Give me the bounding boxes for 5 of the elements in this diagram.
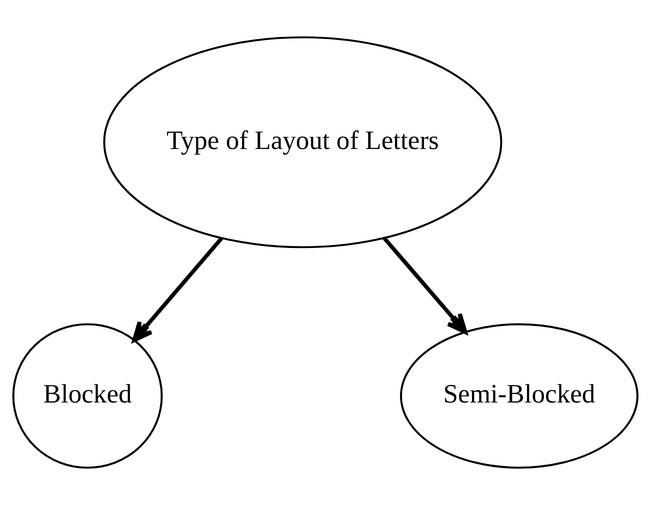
node-circle: Blocked [12, 323, 163, 469]
node-ellipse: Semi-Blocked [400, 323, 638, 469]
arrow [382, 236, 468, 334]
arrow [132, 236, 224, 342]
node-ellipse: Type of Layout of Letters [103, 36, 502, 248]
